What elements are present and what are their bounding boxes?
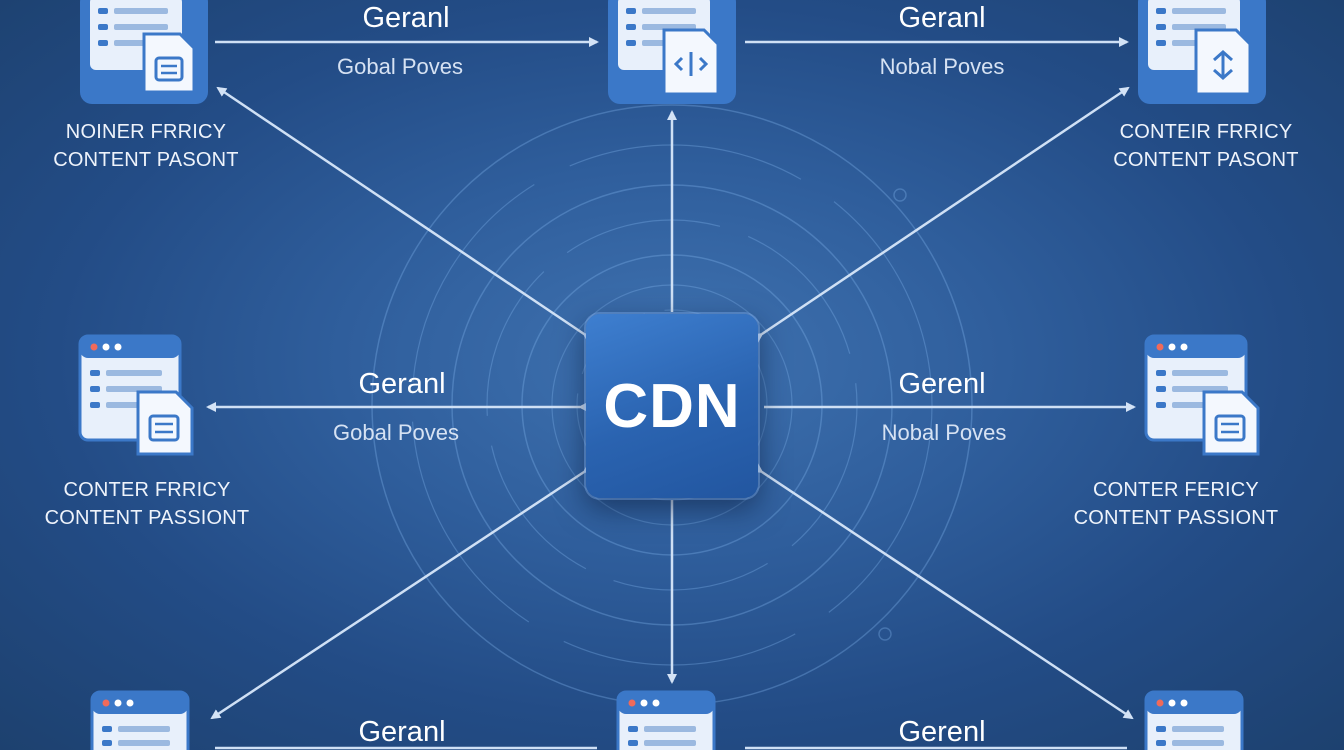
edge-title-middle-left: Geranl [358, 368, 446, 400]
node-label-line: CONTEIR FRRICY [1119, 121, 1293, 143]
edge-subtitle-top-right: Nobal Poves [879, 54, 1005, 79]
node-label-line: NOINER FRRICY [65, 121, 227, 143]
server-document-icon [606, 0, 738, 106]
edge-subtitle-middle-right: Nobal Poves [881, 420, 1007, 445]
node-label-top-left: NOINER FRRICY CONTENT PASONT [0, 118, 306, 174]
arrows [206, 37, 1136, 750]
edge-title-top-right: Geranl [898, 2, 986, 34]
edge-subtitle-top-left: Gobal Poves [337, 54, 463, 79]
arrow-hub-to-bottom-left [210, 463, 594, 720]
node-label-line: CONTENT PASONT [53, 149, 239, 171]
node-label-line: CONTENT PASSIONT [44, 507, 250, 529]
node-label-top-right: CONTEIR FRRICY CONTENT PASONT [1046, 118, 1344, 174]
browser-window-icon [616, 690, 716, 750]
edge-title-top-left: Geranl [362, 2, 450, 34]
node-label-line: CONTER FRRICY [63, 479, 231, 501]
arrow-hub-to-top-right [752, 86, 1130, 343]
node-label-middle-left: CONTER FRRICY CONTENT PASSIONT [0, 476, 307, 532]
arrow-hub-to-bottom-right [752, 463, 1134, 720]
server-document-icon [1136, 0, 1268, 106]
edge-title-middle-right: Gerenl [898, 368, 986, 400]
browser-document-icon [1144, 334, 1264, 458]
browser-window-icon [90, 690, 190, 750]
server-document-icon [78, 0, 210, 106]
edge-subtitle-middle-left: Gobal Poves [333, 420, 459, 445]
edge-title-bottom-left: Geranl [358, 716, 446, 748]
node-label-line: CONTENT PASSIONT [1073, 507, 1279, 529]
arrow-hub-to-top-left [216, 86, 594, 343]
cdn-hub-label: CDN [603, 371, 741, 441]
node-label-middle-right: CONTER FERICY CONTENT PASSIONT [1018, 476, 1334, 532]
browser-window-icon [1144, 690, 1244, 750]
cdn-hub: CDN [586, 314, 758, 498]
node-label-line: CONTER FERICY [1093, 479, 1259, 501]
browser-document-icon [78, 334, 198, 458]
node-label-line: CONTENT PASONT [1113, 149, 1299, 171]
edge-title-bottom-right: Gerenl [898, 716, 986, 748]
